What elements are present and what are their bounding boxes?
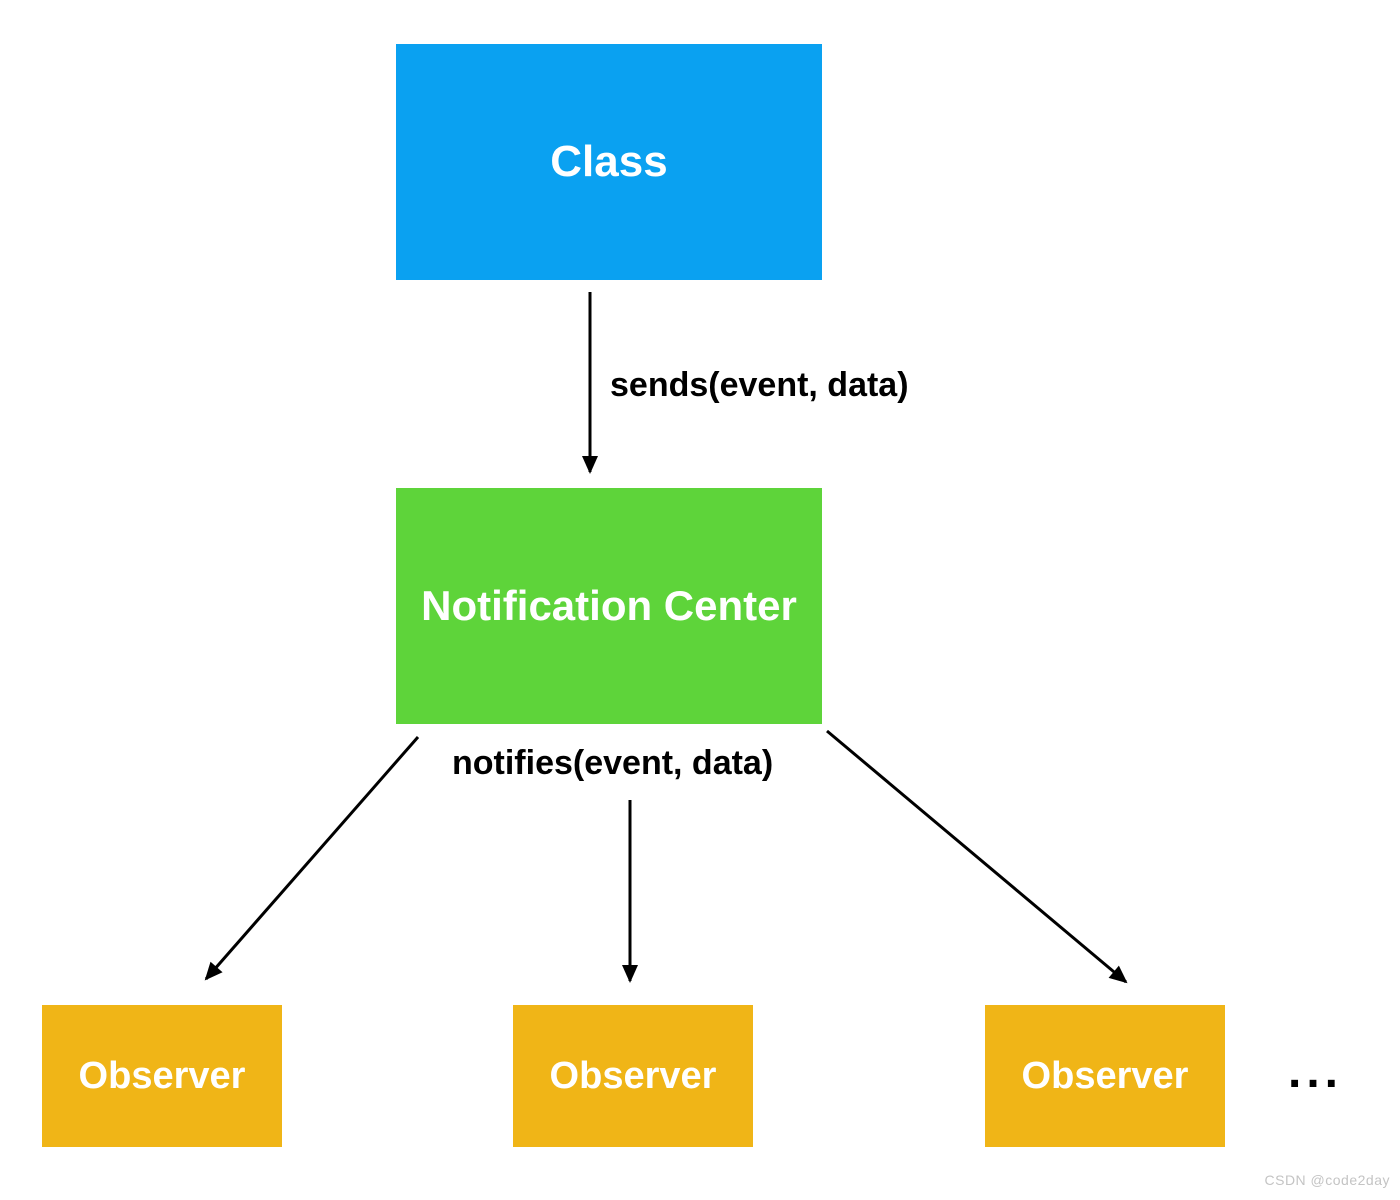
node-observer-2: Observer <box>513 1005 753 1147</box>
node-observer-3-label: Observer <box>1021 1054 1189 1097</box>
arrow-notification-center-to-observer-1 <box>204 736 420 981</box>
more-observers-ellipsis: ... <box>1288 1045 1344 1098</box>
arrow-notification-center-to-observer-3 <box>826 729 1128 984</box>
node-class: Class <box>396 44 822 280</box>
watermark: CSDN @code2day <box>1264 1172 1390 1188</box>
node-class-label: Class <box>550 137 668 186</box>
node-observer-3: Observer <box>985 1005 1225 1147</box>
node-notification-center-label: Notification Center <box>421 582 797 629</box>
node-observer-1-label: Observer <box>78 1054 246 1097</box>
edge-label-notifies: notifies(event, data) <box>452 744 774 782</box>
node-notification-center: Notification Center <box>396 488 822 724</box>
edge-label-sends: sends(event, data) <box>610 366 909 404</box>
node-observer-1: Observer <box>42 1005 282 1147</box>
node-observer-2-label: Observer <box>549 1054 717 1097</box>
